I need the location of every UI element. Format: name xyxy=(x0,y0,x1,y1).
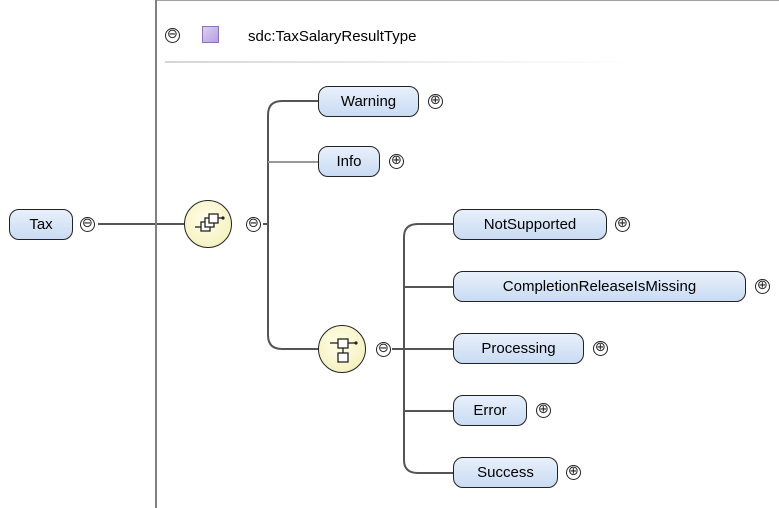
sequence-collapse-toggle[interactable]: ⊖ xyxy=(246,217,261,232)
element-warning[interactable]: Warning xyxy=(318,86,419,117)
element-info[interactable]: Info xyxy=(318,146,380,177)
element-processing[interactable]: Processing xyxy=(453,333,584,364)
type-name: sdc:TaxSalaryResultType xyxy=(248,28,417,45)
sequence-compositor[interactable] xyxy=(184,200,232,248)
root-collapse-toggle[interactable]: ⊖ xyxy=(80,217,95,232)
sequence-icon xyxy=(195,213,225,232)
type-header xyxy=(157,0,779,61)
complex-type-frame: ⊖ sdc:TaxSalaryResultType xyxy=(155,0,779,508)
choice-compositor[interactable] xyxy=(318,325,366,373)
root-element-tax[interactable]: Tax xyxy=(9,209,73,240)
complex-type-icon xyxy=(202,26,219,43)
processing-expand-toggle[interactable]: ⊕ xyxy=(593,341,608,356)
type-collapse-toggle[interactable]: ⊖ xyxy=(165,28,180,43)
info-expand-toggle[interactable]: ⊕ xyxy=(389,154,404,169)
error-expand-toggle[interactable]: ⊕ xyxy=(536,403,551,418)
choice-icon xyxy=(330,338,358,363)
success-expand-toggle[interactable]: ⊕ xyxy=(566,465,581,480)
notsupported-expand-toggle[interactable]: ⊕ xyxy=(615,217,630,232)
completionreleaseismissing-expand-toggle[interactable]: ⊕ xyxy=(755,279,770,294)
warning-expand-toggle[interactable]: ⊕ xyxy=(428,94,443,109)
element-success[interactable]: Success xyxy=(453,457,558,488)
element-error[interactable]: Error xyxy=(453,395,527,426)
element-notsupported[interactable]: NotSupported xyxy=(453,209,607,240)
element-completionreleaseismissing[interactable]: CompletionReleaseIsMissing xyxy=(453,271,746,302)
type-header-underline xyxy=(165,61,635,63)
choice-collapse-toggle[interactable]: ⊖ xyxy=(376,342,391,357)
